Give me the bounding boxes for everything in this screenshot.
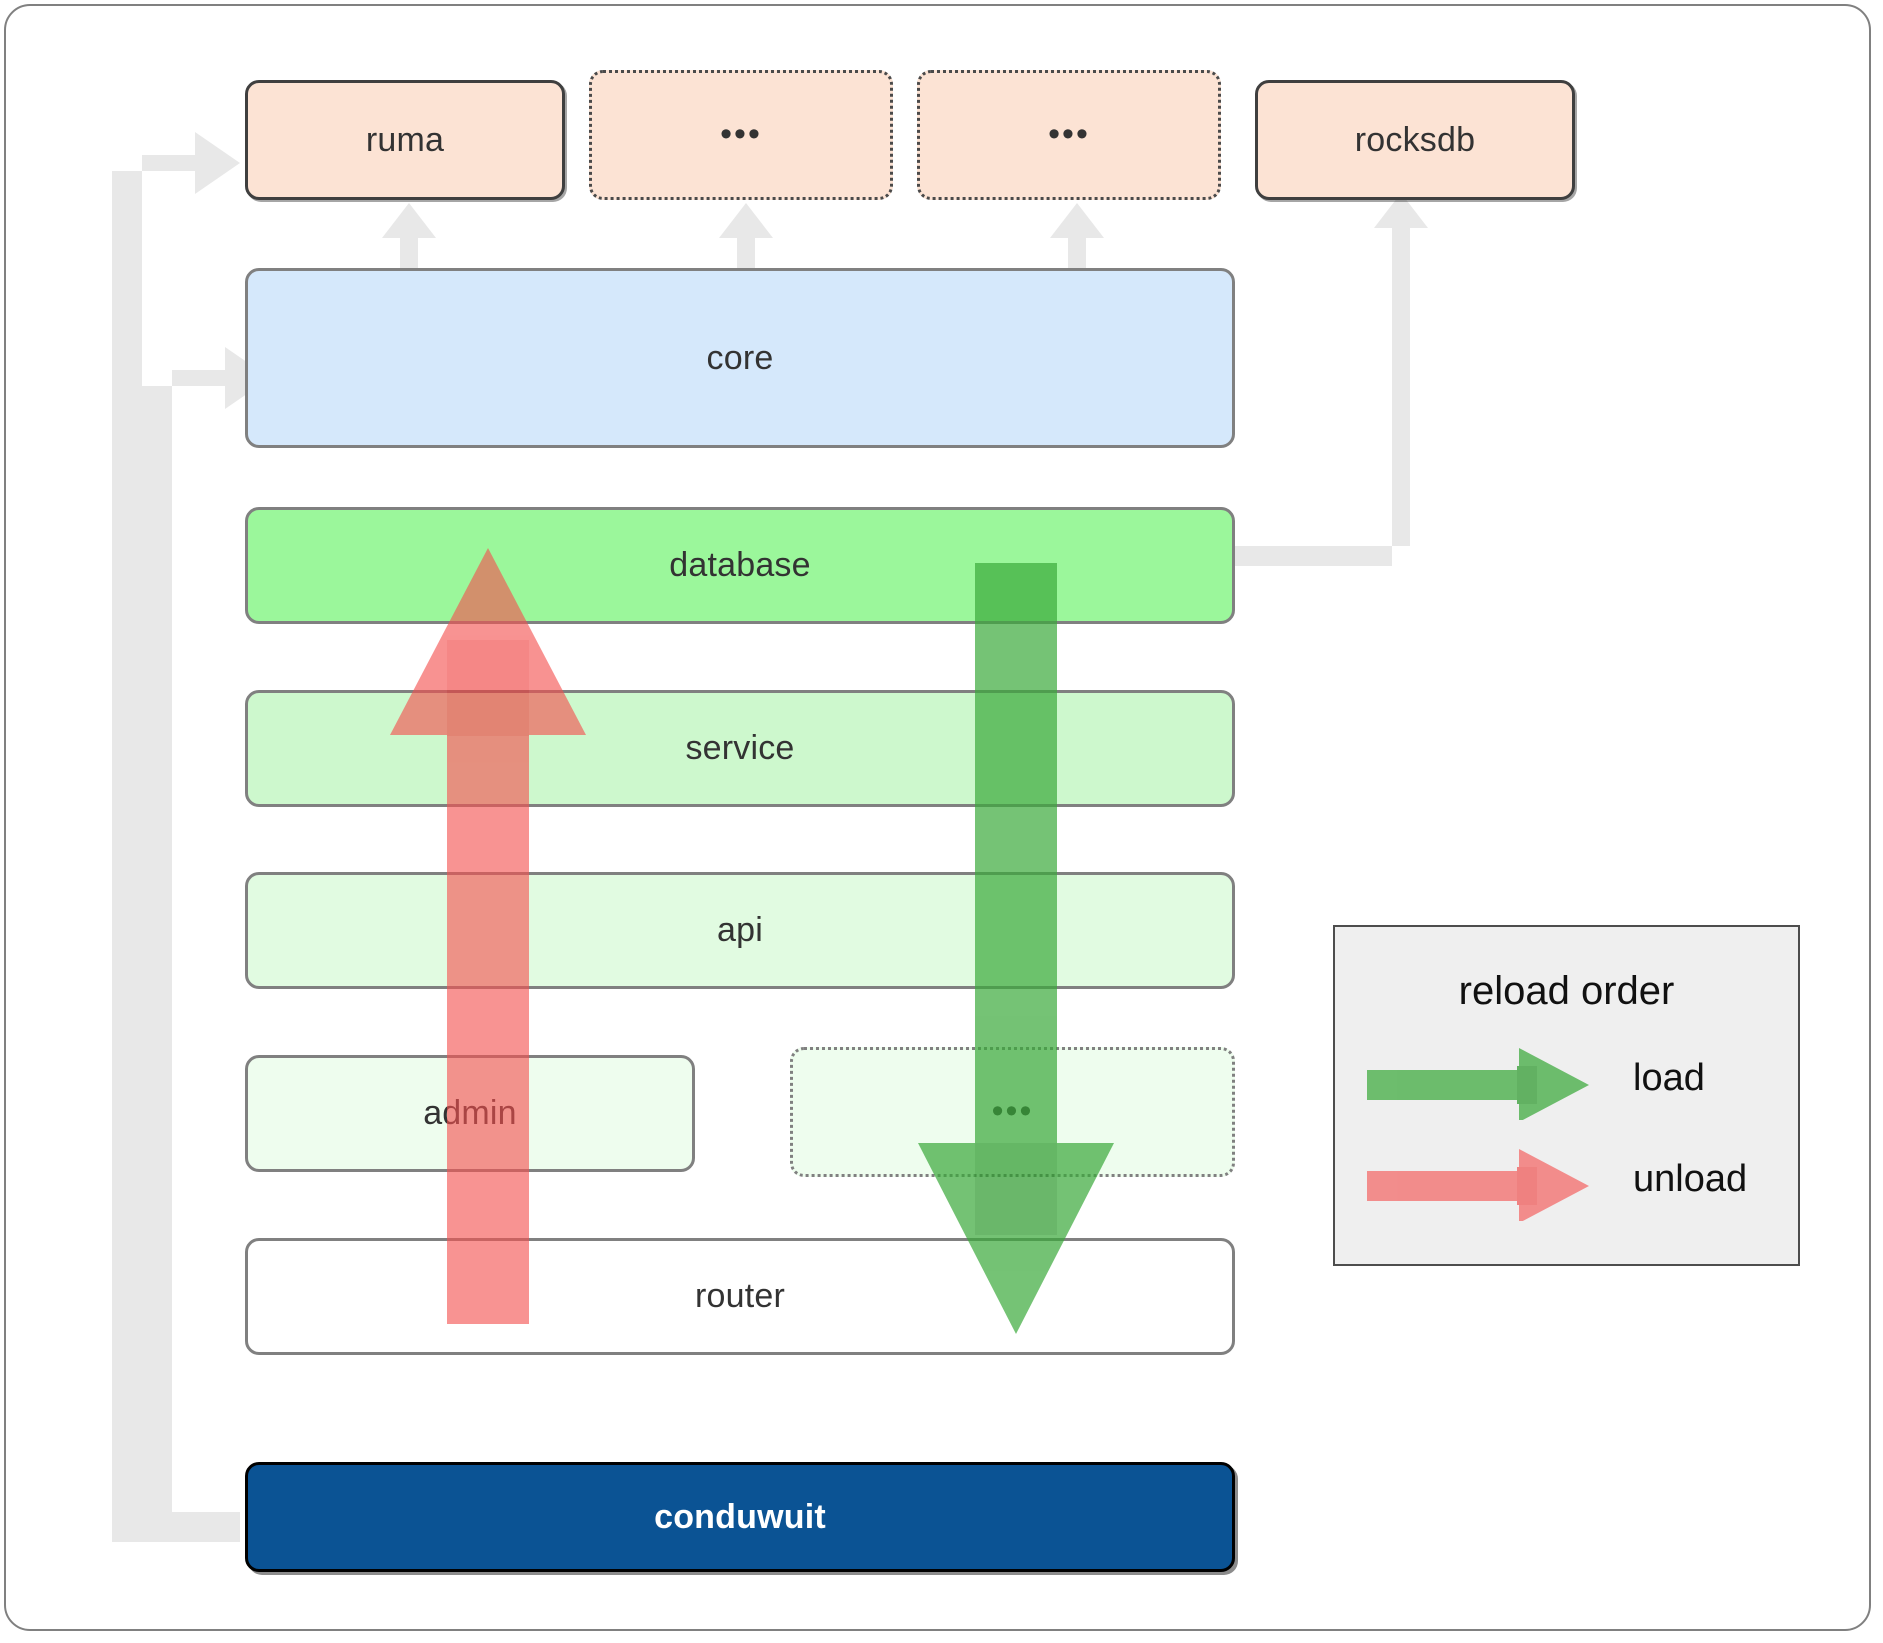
legend-panel: reload order load unload	[1333, 925, 1800, 1266]
node-dep-3[interactable]: •••	[917, 70, 1221, 200]
node-rocksdb[interactable]: rocksdb	[1255, 80, 1575, 200]
node-dep-2-label: •••	[720, 115, 762, 154]
node-extra-label: •••	[991, 1092, 1034, 1131]
node-api[interactable]: api	[245, 872, 1235, 989]
node-service-label: service	[685, 729, 795, 767]
node-api-label: api	[717, 911, 763, 949]
node-conduwuit-label: conduwuit	[654, 1497, 826, 1536]
node-conduwuit[interactable]: conduwuit	[245, 1462, 1235, 1572]
node-router[interactable]: router	[245, 1238, 1235, 1355]
node-core-label: core	[706, 338, 774, 377]
node-database-label: database	[669, 546, 811, 584]
node-extra[interactable]: •••	[790, 1047, 1235, 1177]
node-core[interactable]: core	[245, 268, 1235, 448]
node-admin-label: admin	[423, 1094, 517, 1132]
legend-swatch-unload	[1367, 1149, 1589, 1221]
legend-label-load: load	[1633, 1057, 1705, 1099]
legend-title: reload order	[1458, 969, 1675, 1013]
node-service[interactable]: service	[245, 690, 1235, 807]
legend-label-unload: unload	[1633, 1158, 1748, 1200]
legend-swatch-load	[1367, 1048, 1589, 1120]
node-ruma-label: ruma	[365, 120, 445, 159]
node-ruma[interactable]: ruma	[245, 80, 565, 200]
node-admin[interactable]: admin	[245, 1055, 695, 1172]
node-rocksdb-label: rocksdb	[1354, 120, 1476, 159]
node-database[interactable]: database	[245, 507, 1235, 624]
diagram-frame	[4, 4, 1871, 1631]
node-router-label: router	[694, 1277, 786, 1315]
node-dep-3-label: •••	[1048, 115, 1090, 154]
node-dep-2[interactable]: •••	[589, 70, 893, 200]
